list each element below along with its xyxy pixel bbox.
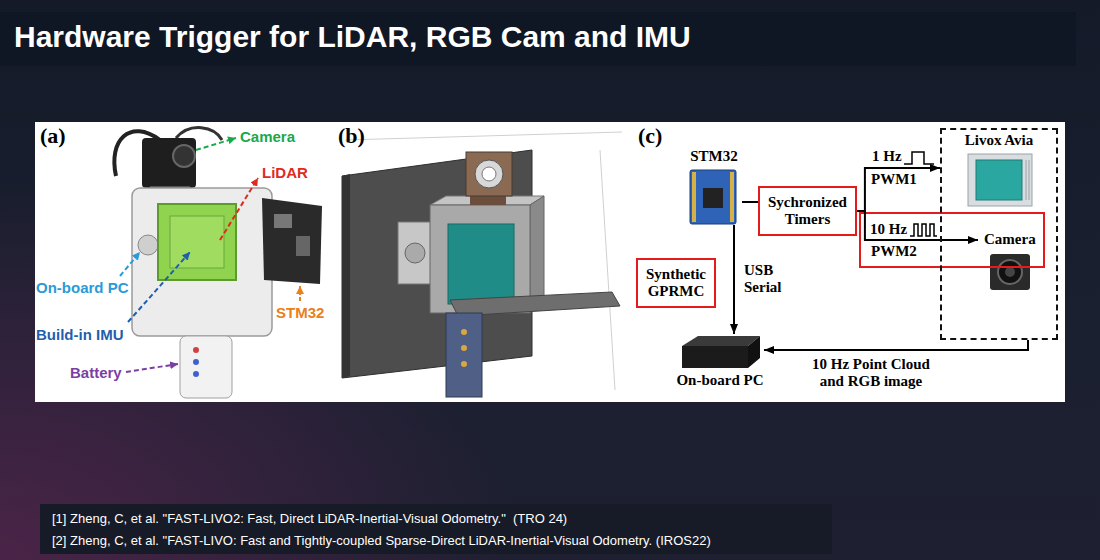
side-module: [398, 222, 432, 284]
chip: [296, 236, 310, 256]
figure-panel: [35, 122, 1065, 402]
button: [193, 371, 199, 377]
camera-lens: [475, 160, 503, 188]
signal-arrow: [742, 201, 758, 203]
cad-model: [342, 132, 622, 397]
chip: [703, 188, 723, 208]
leader-line: [128, 252, 190, 322]
button: [193, 359, 199, 365]
node-text: Camera: [984, 231, 1036, 248]
pin-row: [692, 172, 696, 222]
button: [461, 329, 467, 335]
title-bar: [0, 12, 1076, 66]
leader-line: [196, 138, 236, 150]
reference-note: [2] Zheng, C, et al. "FAST-LIVO: Fast an…: [52, 533, 711, 549]
button: [461, 345, 467, 351]
leader-line: [299, 286, 301, 301]
plate-edge: [342, 174, 350, 378]
device-photo: [114, 128, 322, 398]
connector-label: USB Serial: [744, 262, 782, 296]
control-board: [262, 198, 322, 284]
panel-letter: (b): [338, 124, 365, 148]
lidar-face: [158, 204, 236, 280]
lidar-face: [976, 160, 1022, 200]
camera-body: [466, 152, 512, 196]
signal-arrow: [857, 211, 978, 240]
device-housing: [132, 188, 272, 336]
signal-name: PWM2: [871, 243, 917, 260]
node-text: Synthetic GPRMC: [646, 266, 706, 300]
node-text: Livox Avia: [942, 132, 1056, 149]
camera-body: [142, 138, 196, 188]
mount-plate: [342, 150, 532, 378]
camera-lens: [998, 260, 1022, 284]
signal-arrow: [733, 225, 735, 334]
signal-arrow: [857, 168, 940, 211]
chip: [274, 214, 292, 228]
camera-lens: [482, 167, 496, 181]
pulse-symbol: [904, 152, 934, 164]
lidar-body: [968, 154, 1032, 206]
node-text: On-board PC: [676, 372, 764, 389]
part-label: Camera: [240, 128, 295, 146]
node-text: STM32: [690, 148, 738, 165]
box-top: [430, 196, 544, 205]
signal-label: 10 Hz: [870, 221, 907, 238]
reference-note: [1] Zheng, C, et al. "FAST-LIVO2: Fast, …: [52, 511, 567, 527]
pin-row: [730, 172, 734, 222]
camera-node: Camera: [978, 231, 1036, 296]
connector-label: 10 Hz Point Cloud and RGB image: [806, 356, 936, 390]
part-label: LiDAR: [262, 164, 308, 182]
camera-mount: [470, 196, 506, 205]
pc-side: [748, 336, 760, 368]
camera-body: [990, 254, 1030, 290]
microcontroller-node: STM32: [686, 148, 742, 225]
slide-title: Hardware Trigger for LiDAR, RGB Cam and …: [14, 19, 691, 55]
signal-arrow: [764, 340, 1028, 350]
platform: [450, 292, 620, 316]
part-label: On-board PC: [36, 279, 129, 297]
construction-line: [600, 150, 615, 390]
construction-line: [345, 132, 622, 140]
stm32-board: [690, 170, 736, 224]
camera-lens: [1005, 267, 1015, 277]
part-label: STM32: [276, 304, 324, 322]
handle: [180, 336, 232, 398]
fin: [1029, 160, 1030, 200]
button: [461, 361, 467, 367]
reference-bar: [40, 504, 832, 554]
part-label: Battery: [70, 364, 122, 382]
fin: [1026, 160, 1027, 200]
vent: [405, 243, 425, 263]
signal-label: 1 Hz: [872, 148, 902, 165]
panel-letter: (c): [638, 124, 662, 148]
leader-line: [120, 252, 140, 276]
lidar-window: [170, 216, 224, 268]
button: [193, 347, 199, 353]
lidar-face: [448, 224, 514, 304]
part-label: Build-in IMU: [36, 326, 123, 344]
leader-line: [220, 178, 258, 240]
computer-node: On-board PC: [676, 334, 764, 389]
pulse-symbol: [910, 224, 937, 236]
signal-name: PWM1: [871, 171, 917, 188]
sensor-group: Livox AviaCamera: [940, 128, 1058, 340]
trigger-diagram-art: [682, 152, 1044, 368]
pc-front: [682, 346, 748, 368]
node-text: Sychronized Timers: [768, 194, 847, 228]
leader-line: [126, 364, 178, 372]
timer-box: Sychronized Timers: [758, 186, 857, 236]
handle: [446, 313, 482, 397]
pc-top: [682, 336, 760, 346]
fan-vent: [138, 235, 158, 255]
camera-lens: [173, 145, 195, 167]
gprmc-box: Synthetic GPRMC: [636, 258, 716, 308]
panel-letter: (a): [40, 124, 66, 148]
